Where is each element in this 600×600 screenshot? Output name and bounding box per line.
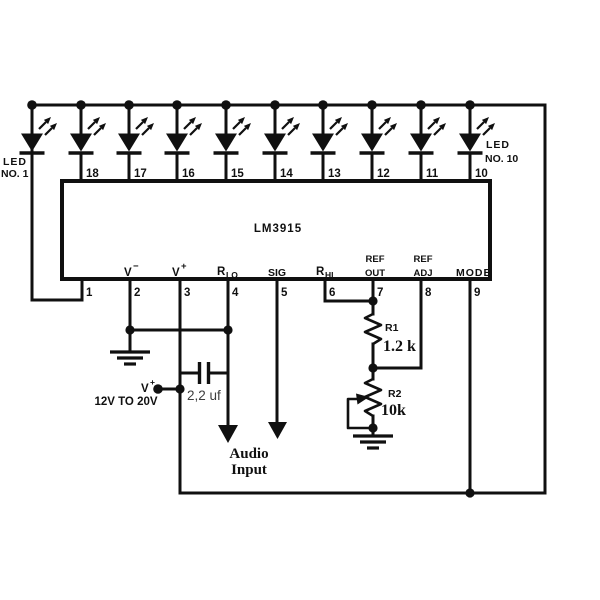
junction-dot [465, 488, 475, 498]
led-cathode-stubs [79, 151, 472, 183]
r1-value: 1.2 k [383, 338, 416, 355]
junction-dot [368, 296, 378, 306]
pin-label-refout: OUT [365, 268, 385, 279]
pin-label-mode: MODE [456, 267, 492, 279]
pin-number-11: 11 [426, 168, 439, 180]
r2-value: 10k [381, 402, 406, 419]
pin-number-8: 8 [425, 287, 432, 299]
supply-v-label: V [141, 383, 149, 395]
led-9-icon [406, 98, 448, 155]
led-2-icon [66, 98, 108, 155]
pin-number-16: 16 [182, 168, 195, 180]
audio-terminal-icon [218, 425, 238, 443]
pin-number-18: 18 [86, 168, 99, 180]
pin-number-9: 9 [474, 287, 480, 299]
pin-number-12: 12 [377, 168, 390, 180]
capacitor-symbol [197, 362, 211, 384]
pin-label-vplus: V [172, 267, 180, 279]
supply-terminal-dot [153, 384, 163, 394]
supply-range-label: 12V TO 20V [94, 396, 157, 408]
pin-label-refadj: REF [414, 254, 433, 265]
led-1-icon [17, 98, 59, 155]
junction-dot [368, 423, 378, 433]
pin-label-refout: REF [366, 254, 385, 265]
pin-number-6: 6 [329, 287, 335, 299]
r2-wiper-arm [346, 393, 373, 430]
pin-number-13: 13 [328, 168, 341, 180]
led-bar-array [17, 98, 497, 155]
pin1-led1-return-wire [30, 148, 84, 302]
pin-number-2: 2 [134, 287, 140, 299]
led1-label: NO. 1 [1, 168, 29, 180]
pin-number-14: 14 [280, 168, 293, 180]
pin-label-rhi-sub: HI [325, 270, 334, 280]
ic-part-number: LM3915 [254, 223, 302, 235]
pin-label-vminus-sup: − [133, 261, 139, 272]
pin-number-17: 17 [134, 168, 147, 180]
junction-dot [125, 325, 135, 335]
pin-number-10: 10 [475, 168, 488, 180]
top-pin-numbers: 18 17 16 15 14 13 12 11 10 [86, 168, 488, 180]
junction-dots [125, 296, 475, 498]
audio-input-label: Audio [229, 446, 268, 462]
pin-label-rlo-sub: LO [226, 270, 238, 280]
pin8-refadj-wire [371, 277, 423, 370]
capacitor-value: 2,2 uf [187, 388, 221, 403]
junction-dot [223, 325, 233, 335]
pin-label-rhi: R [316, 266, 325, 278]
ground-icon [108, 350, 152, 366]
r2-ref: R2 [388, 388, 402, 400]
bottom-pin-numbers: 1 2 3 4 5 6 7 8 9 [86, 287, 480, 299]
pin-label-sig: SIG [268, 267, 286, 279]
r1-ref: R1 [385, 322, 399, 334]
led1-label: LED [3, 156, 27, 168]
pin-number-7: 7 [377, 287, 383, 299]
junction-dot [175, 384, 185, 394]
led-7-icon [308, 98, 350, 155]
audio-terminal-icon [268, 422, 287, 439]
junction-dot [368, 363, 378, 373]
led-3-icon [114, 98, 156, 155]
audio-input-label: Input [231, 462, 267, 478]
pin-number-3: 3 [184, 287, 190, 299]
supply-v-sup: + [150, 377, 155, 387]
ic-pin-labels: V − V + R LO SIG R HI REF OUT REF ADJ MO… [124, 254, 492, 280]
resistor-r1-symbol [363, 312, 383, 346]
anode-rail-and-mode-loop-wire [30, 103, 547, 495]
ground-icon [351, 434, 395, 450]
pin-label-rlo: R [217, 266, 226, 278]
audio-input-terminals [218, 422, 287, 443]
pin-number-1: 1 [86, 287, 93, 299]
led-4-icon [162, 98, 204, 155]
pin-number-5: 5 [281, 287, 288, 299]
pin-number-15: 15 [231, 168, 244, 180]
led10-label: LED [486, 139, 510, 151]
led10-label: NO. 10 [485, 153, 518, 165]
pin-number-4: 4 [232, 287, 239, 299]
pin-label-vplus-sup: + [181, 261, 187, 272]
supply-labels: V + 12V TO 20V [94, 377, 157, 408]
led-6-icon [260, 98, 302, 155]
led-5-icon [211, 98, 253, 155]
pin-label-vminus: V [124, 267, 132, 279]
pin6-rhi-wire [323, 277, 375, 303]
ic-body [60, 179, 492, 281]
pin-label-refadj: ADJ [413, 268, 432, 279]
led-8-icon [357, 98, 399, 155]
